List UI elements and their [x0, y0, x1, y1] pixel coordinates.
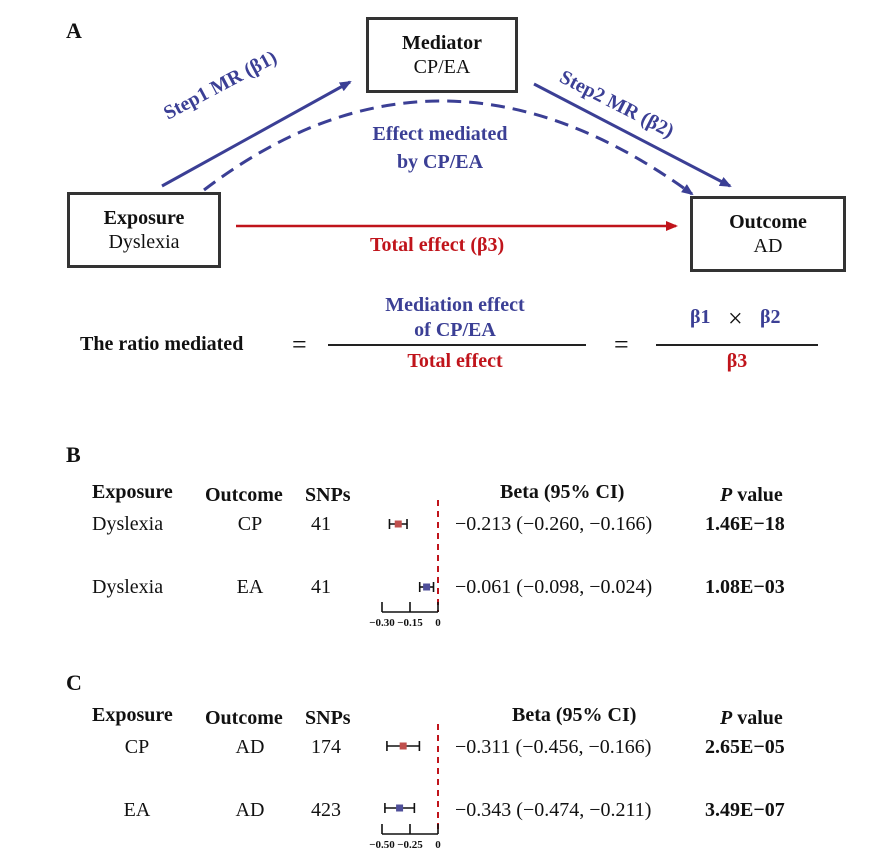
c-row-2-exposure: EA — [123, 799, 151, 821]
point-estimate — [423, 583, 431, 591]
fraction2-denominator: β3 — [726, 350, 748, 372]
b-row-2-beta-ci: −0.061 (−0.098, −0.024) — [455, 576, 653, 598]
forest-plot-b: −0.30−0.15 0 — [369, 500, 441, 629]
b-row-1-beta-ci: −0.213 (−0.260, −0.166) — [455, 513, 653, 535]
c-row-2-beta-ci: −0.343 (−0.474, −0.211) — [455, 799, 652, 821]
equals-sign-2: = — [614, 330, 629, 359]
exposure-subtitle: Dyslexia — [108, 231, 180, 253]
b-header-p-rest: value — [732, 484, 783, 506]
c-row-2-outcome: AD — [235, 799, 265, 821]
fraction1-bar — [328, 344, 586, 346]
step2-arrow — [533, 82, 732, 188]
c-row-1-outcome: AD — [235, 736, 265, 758]
b-row-1-outcome: CP — [237, 513, 263, 535]
b-row-2-outcome: EA — [236, 576, 264, 598]
fraction1-denominator: Total effect — [407, 350, 503, 372]
c-header-snps: SNPs — [305, 707, 351, 729]
mediator-title: Mediator — [402, 32, 482, 54]
mediator-box: Mediator CP/EA — [366, 17, 518, 93]
c-header-beta: Beta (95% CI) — [512, 704, 637, 726]
x-axis-tick-label: −0.30 — [369, 617, 395, 629]
b-row-1-exposure: Dyslexia — [92, 513, 164, 535]
b-header-outcome: Outcome — [205, 484, 283, 506]
fraction2-times: × — [728, 304, 743, 333]
fraction2-bar — [656, 344, 818, 346]
mediated-dashed-arrow — [203, 99, 694, 196]
c-header-outcome: Outcome — [205, 707, 283, 729]
panel-a-arrows — [161, 80, 732, 231]
panel-c-label: C — [66, 670, 82, 695]
step1-arrow — [161, 80, 352, 188]
b-row-1-snps: 41 — [311, 513, 331, 535]
c-row-1-exposure: CP — [124, 736, 150, 758]
exposure-title: Exposure — [103, 207, 185, 229]
c-header-exposure: Exposure — [92, 704, 173, 726]
outcome-title: Outcome — [729, 211, 807, 233]
exposure-box: Exposure Dyslexia — [67, 192, 221, 268]
x-axis-tick-label: −0.25 — [397, 839, 423, 851]
fraction1-numerator-line1: Mediation effect — [385, 294, 525, 316]
b-row-2-snps: 41 — [311, 576, 331, 598]
fraction1-numerator-line2: of CP/EA — [414, 319, 496, 341]
c-header-p-italic: P — [720, 707, 733, 729]
point-estimate — [396, 804, 404, 812]
x-axis-tick-label: −0.15 — [397, 617, 423, 629]
panel-a-label: A — [66, 18, 82, 43]
mediated-label-line2: by CP/EA — [396, 151, 484, 173]
b-header-p-italic: P — [720, 484, 733, 506]
total-effect-label: Total effect (β3) — [370, 234, 505, 256]
c-row-2-snps: 423 — [311, 799, 341, 821]
c-header-pvalue: P value — [720, 707, 783, 730]
ratio-label: The ratio mediated — [80, 333, 244, 355]
c-row-2-p-value: 3.49E−07 — [705, 799, 785, 821]
x-axis-tick-label: −0.50 — [369, 839, 395, 851]
mediated-label-line1: Effect mediated — [372, 123, 508, 145]
b-header-exposure: Exposure — [92, 481, 173, 503]
b-row-1-p-value: 1.46E−18 — [705, 513, 785, 535]
b-header-snps: SNPs — [305, 484, 351, 506]
x-axis-tick-label: 0 — [435, 839, 441, 851]
mediated-label: Effect mediated by CP/EA — [330, 120, 550, 176]
c-row-1-beta-ci: −0.311 (−0.456, −0.166) — [455, 736, 652, 758]
b-header-pvalue: P value — [720, 484, 783, 507]
c-header-p-rest: value — [732, 707, 783, 729]
c-row-1-p-value: 2.65E−05 — [705, 736, 785, 758]
x-axis-tick-label: 0 — [435, 617, 441, 629]
point-estimate — [399, 742, 407, 750]
fraction2-beta1: β1 — [690, 306, 711, 328]
fraction2-beta2: β2 — [760, 306, 781, 328]
b-header-beta: Beta (95% CI) — [500, 481, 625, 503]
b-row-2-p-value: 1.08E−03 — [705, 576, 785, 598]
forest-plot-c: −0.50−0.25 0 — [369, 724, 441, 851]
point-estimate — [394, 520, 402, 528]
mediator-subtitle: CP/EA — [413, 56, 471, 78]
fraction1-numerator: Mediation effect of CP/EA — [330, 293, 580, 343]
c-row-1-snps: 174 — [311, 736, 341, 758]
b-row-2-exposure: Dyslexia — [92, 576, 164, 598]
outcome-box: Outcome AD — [690, 196, 846, 272]
outcome-subtitle: AD — [753, 235, 783, 257]
panel-b-label: B — [66, 442, 81, 467]
equals-sign-1: = — [292, 330, 307, 359]
